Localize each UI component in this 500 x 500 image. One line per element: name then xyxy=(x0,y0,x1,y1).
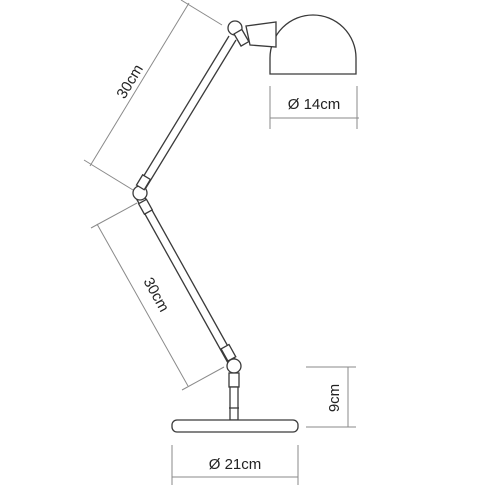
top-joint-collar xyxy=(233,28,250,47)
upper-arm xyxy=(136,35,237,192)
base-diameter-dimension xyxy=(171,445,299,485)
base-height-label: 9cm xyxy=(326,384,343,412)
shade-diameter-dimension xyxy=(269,86,359,129)
base-diameter-label: Ø 21cm xyxy=(209,456,262,473)
upper-arm-dimension xyxy=(83,0,223,191)
shade-neck xyxy=(245,21,277,48)
base-height-dimension xyxy=(306,366,356,428)
base-joint xyxy=(226,358,242,374)
elbow-collar-upper xyxy=(135,173,152,191)
lamp-base xyxy=(171,419,299,433)
upper-arm-length-label: 30cm xyxy=(113,62,146,102)
elbow-collar-lower xyxy=(137,198,154,216)
lamp-shade xyxy=(245,14,357,75)
lower-arm xyxy=(135,193,236,364)
lamp-drawing xyxy=(132,14,357,433)
shade-diameter-label: Ø 14cm xyxy=(288,96,341,113)
dimension-lines xyxy=(83,0,359,485)
shade-dome xyxy=(269,14,357,75)
lower-arm-dimension xyxy=(90,202,225,391)
lamp-stem xyxy=(228,372,240,421)
